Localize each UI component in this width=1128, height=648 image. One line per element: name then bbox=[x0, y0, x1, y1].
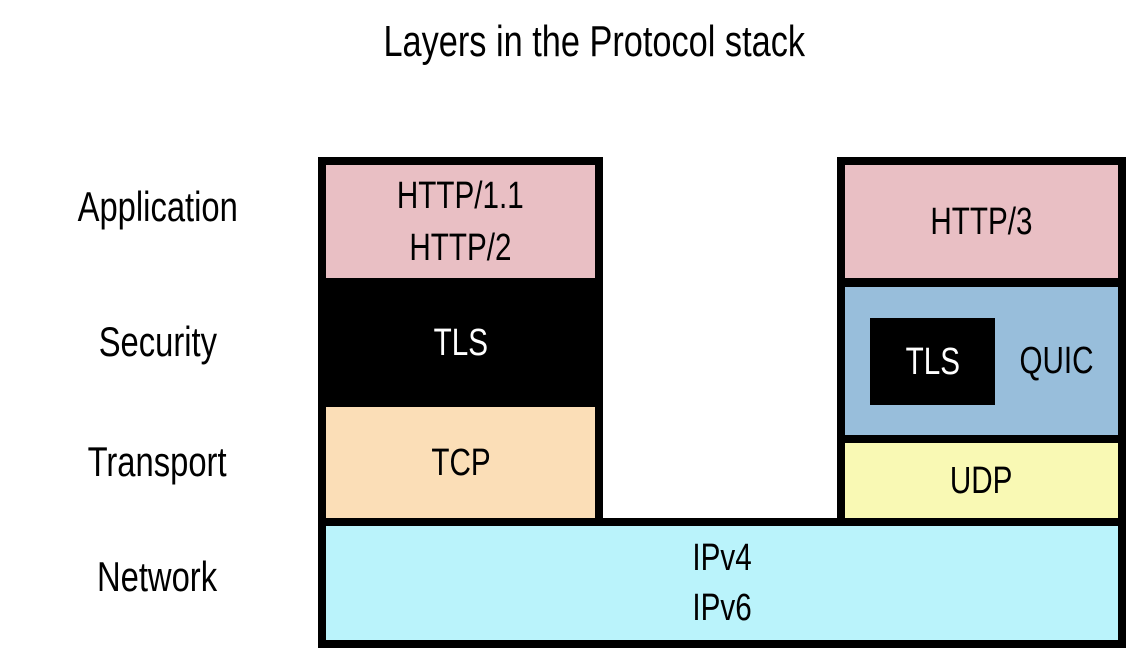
tls-label: TLS bbox=[433, 321, 488, 364]
row-label-network-text: Network bbox=[97, 553, 218, 600]
ipv4-label: IPv4 bbox=[692, 537, 752, 579]
http3-box: HTTP/3 bbox=[845, 165, 1118, 278]
right-protocol-stack: HTTP/3 TLS QUIC UDP bbox=[837, 157, 1126, 526]
row-label-transport-text: Transport bbox=[88, 438, 227, 485]
quic-label-wrap: QUIC bbox=[995, 287, 1118, 435]
tls-inner-label: TLS bbox=[905, 340, 960, 383]
quic-box: TLS QUIC bbox=[845, 287, 1118, 435]
stack-divider bbox=[845, 278, 1118, 287]
udp-box: UDP bbox=[845, 443, 1118, 518]
http1-label: HTTP/1.1 bbox=[397, 174, 524, 217]
http1-http2-box: HTTP/1.1 HTTP/2 bbox=[326, 165, 595, 278]
quic-label: QUIC bbox=[1019, 340, 1094, 382]
diagram-title-text: Layers in the Protocol stack bbox=[383, 17, 805, 66]
row-label-network: Network bbox=[30, 556, 285, 598]
udp-label: UDP bbox=[950, 459, 1013, 502]
left-protocol-stack: HTTP/1.1 HTTP/2 TLS TCP bbox=[318, 157, 603, 526]
http2-label: HTTP/2 bbox=[409, 226, 512, 269]
diagram-title: Layers in the Protocol stack bbox=[60, 18, 1128, 66]
tcp-label: TCP bbox=[430, 441, 491, 484]
row-label-application-text: Application bbox=[77, 183, 238, 230]
tls-box: TLS bbox=[326, 278, 595, 407]
row-label-application: Application bbox=[30, 186, 285, 228]
tls-inner-box: TLS bbox=[870, 318, 995, 405]
tcp-box: TCP bbox=[326, 407, 595, 518]
ipv6-label: IPv6 bbox=[692, 587, 752, 629]
row-label-security-text: Security bbox=[98, 318, 217, 365]
row-label-security: Security bbox=[30, 321, 285, 363]
http3-label: HTTP/3 bbox=[930, 200, 1033, 243]
network-box: IPv4 IPv6 bbox=[318, 518, 1126, 648]
row-label-transport: Transport bbox=[30, 441, 285, 483]
stack-divider bbox=[845, 435, 1118, 443]
